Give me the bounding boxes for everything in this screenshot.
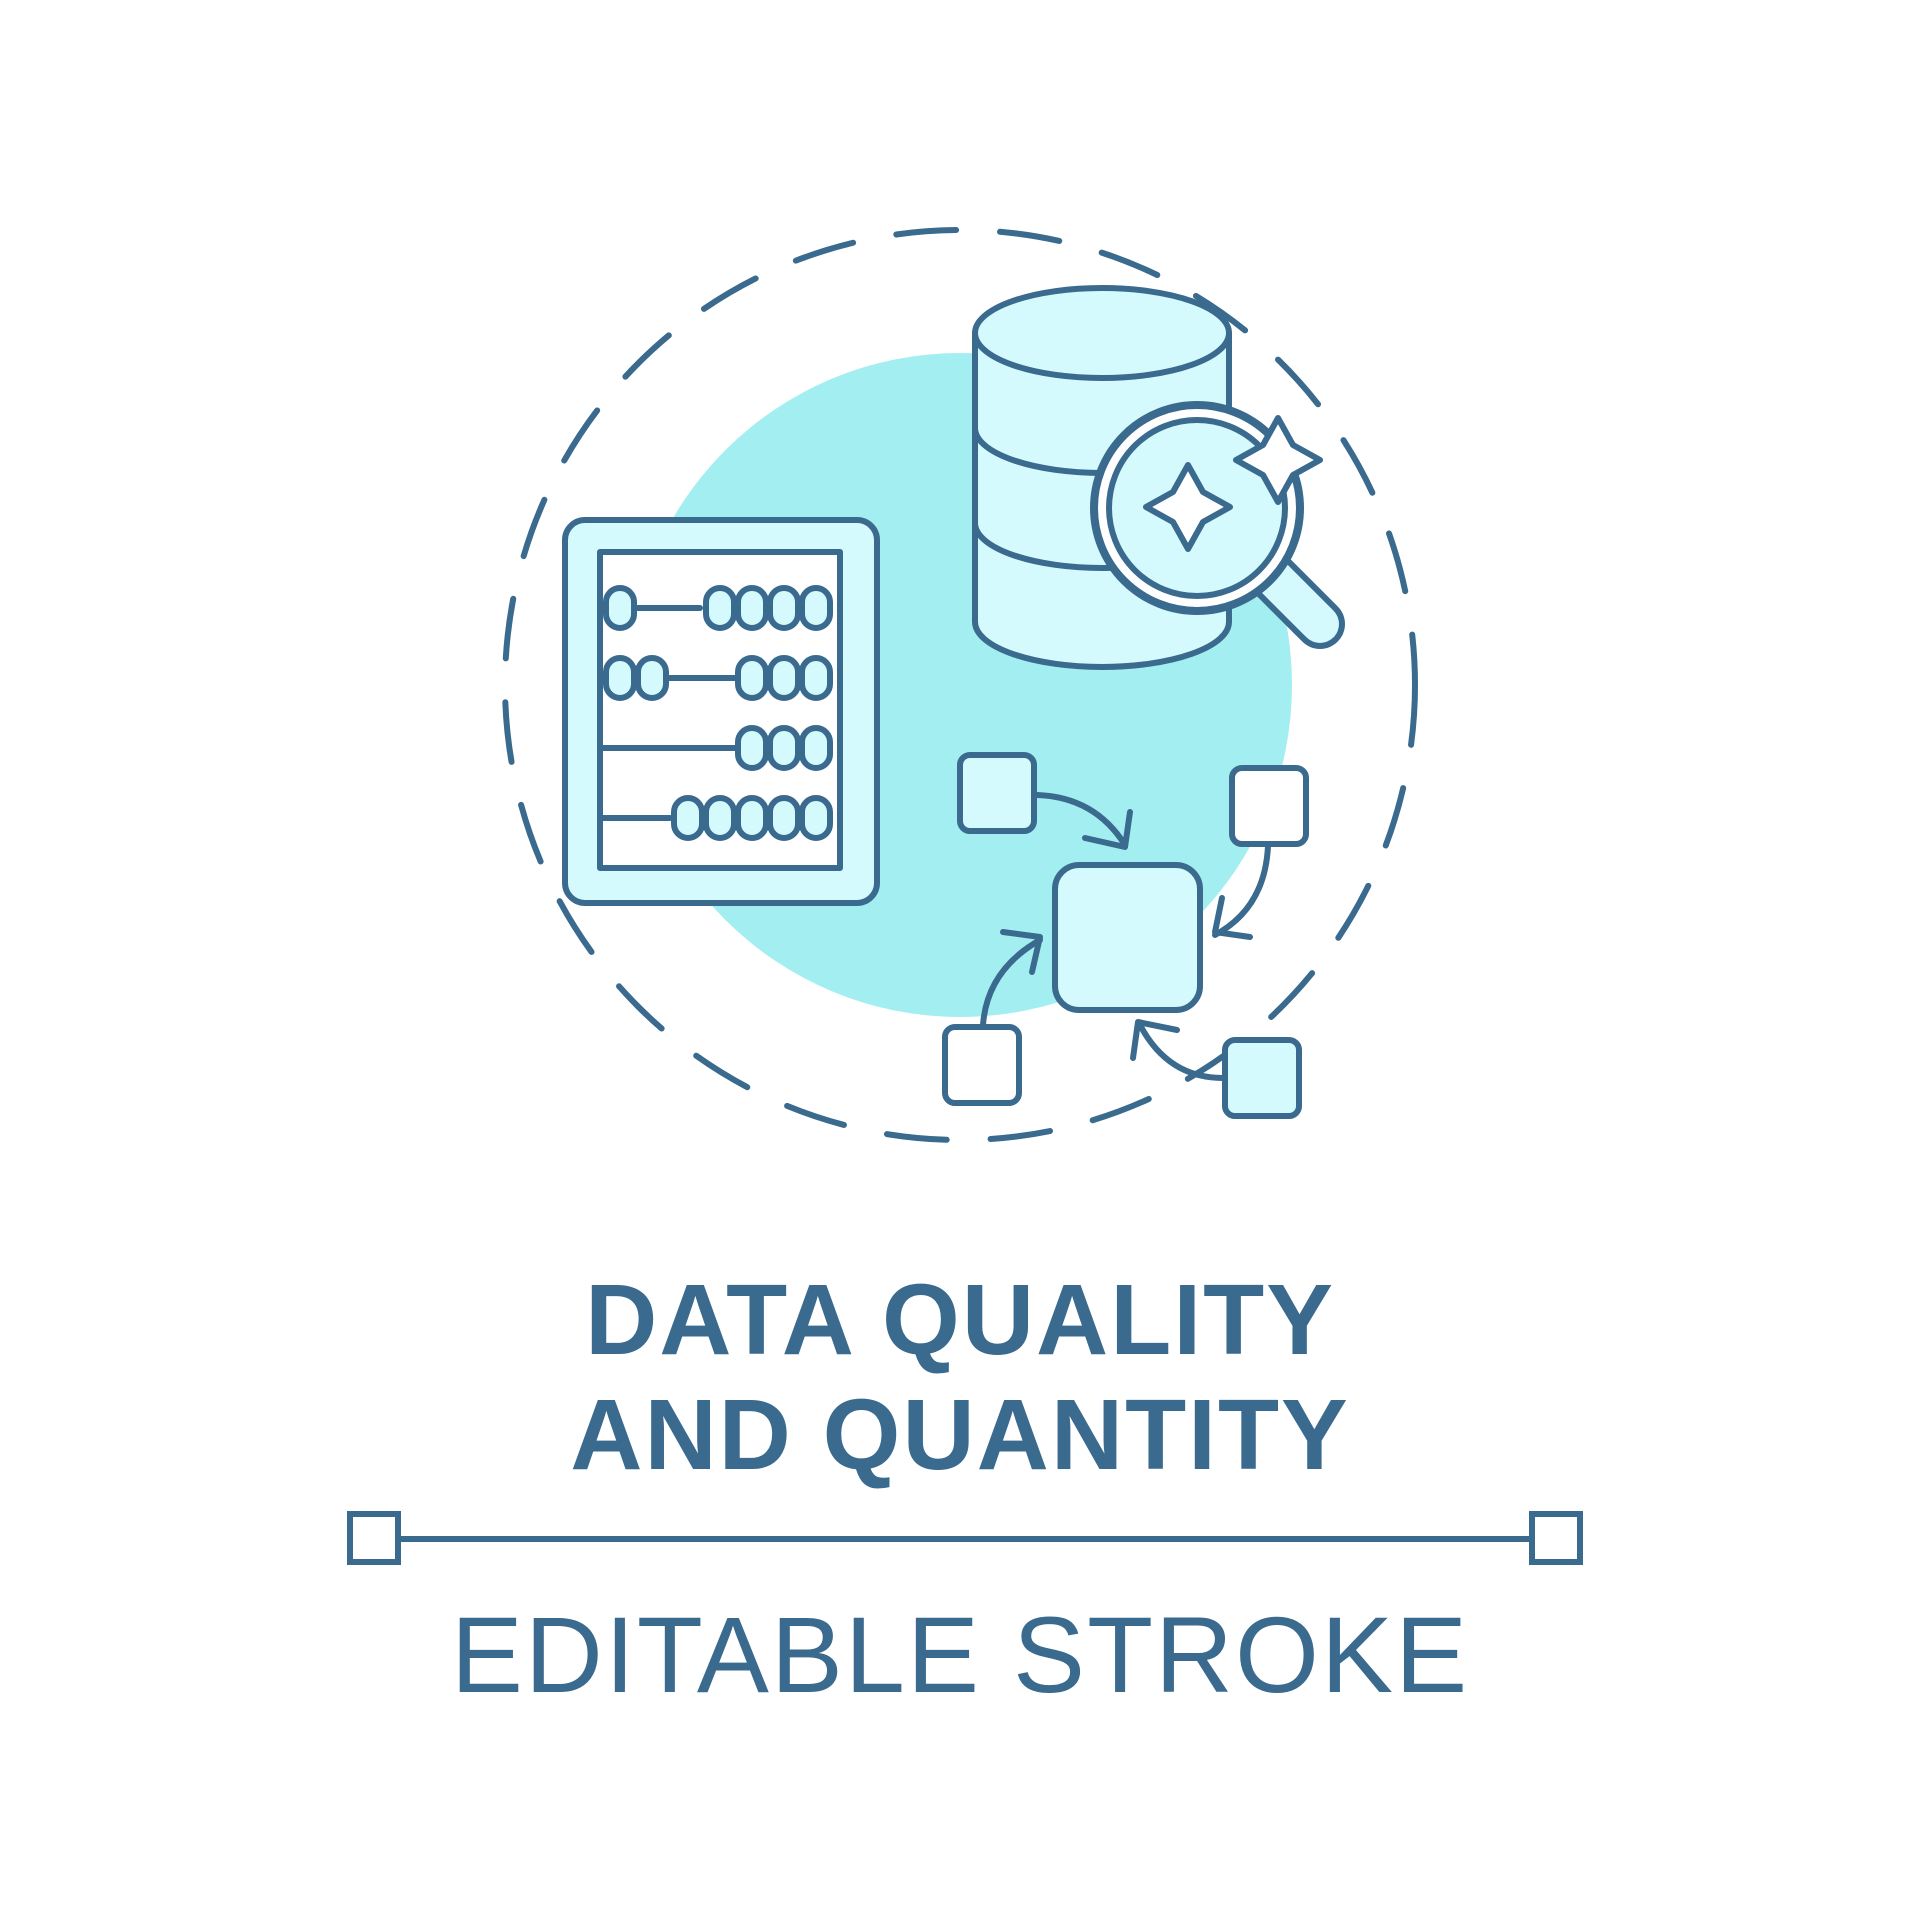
abacus-bead (767, 725, 801, 771)
caption-editable-stroke: EDITABLE STROKE (450, 1594, 1470, 1715)
divider-endpoint-left (347, 1511, 401, 1565)
data-flow-icon (942, 752, 1309, 1119)
abacus-bead (735, 655, 769, 701)
abacus-bead (703, 795, 737, 841)
divider-endpoint-right (1529, 1511, 1583, 1565)
abacus-bead (735, 725, 769, 771)
abacus-bead (671, 795, 705, 841)
dashed-orbit-icon (502, 227, 1418, 1143)
abacus-icon (562, 517, 880, 906)
title-line-1: DATA QUALITY (585, 1264, 1335, 1376)
magnifier-icon (1090, 401, 1345, 649)
abacus-bead (767, 795, 801, 841)
editable-stroke-divider (347, 1511, 1583, 1565)
abacus-bead (635, 655, 669, 701)
abacus-bead (767, 655, 801, 701)
abacus-bead (799, 725, 833, 771)
abacus-bead (799, 585, 833, 631)
abacus-bead (767, 585, 801, 631)
title-line-2: AND QUANTITY (570, 1379, 1350, 1491)
concept-illustration (502, 227, 1418, 1143)
abacus-bead (603, 585, 637, 631)
abacus-bead (703, 585, 737, 631)
abacus-bead (603, 655, 637, 701)
abacus-bead (735, 585, 769, 631)
sparkle-icon (1233, 415, 1323, 505)
abacus-bead (799, 795, 833, 841)
abacus-bead (799, 655, 833, 701)
abacus-bead (735, 795, 769, 841)
sparkle-icon (1143, 462, 1233, 552)
